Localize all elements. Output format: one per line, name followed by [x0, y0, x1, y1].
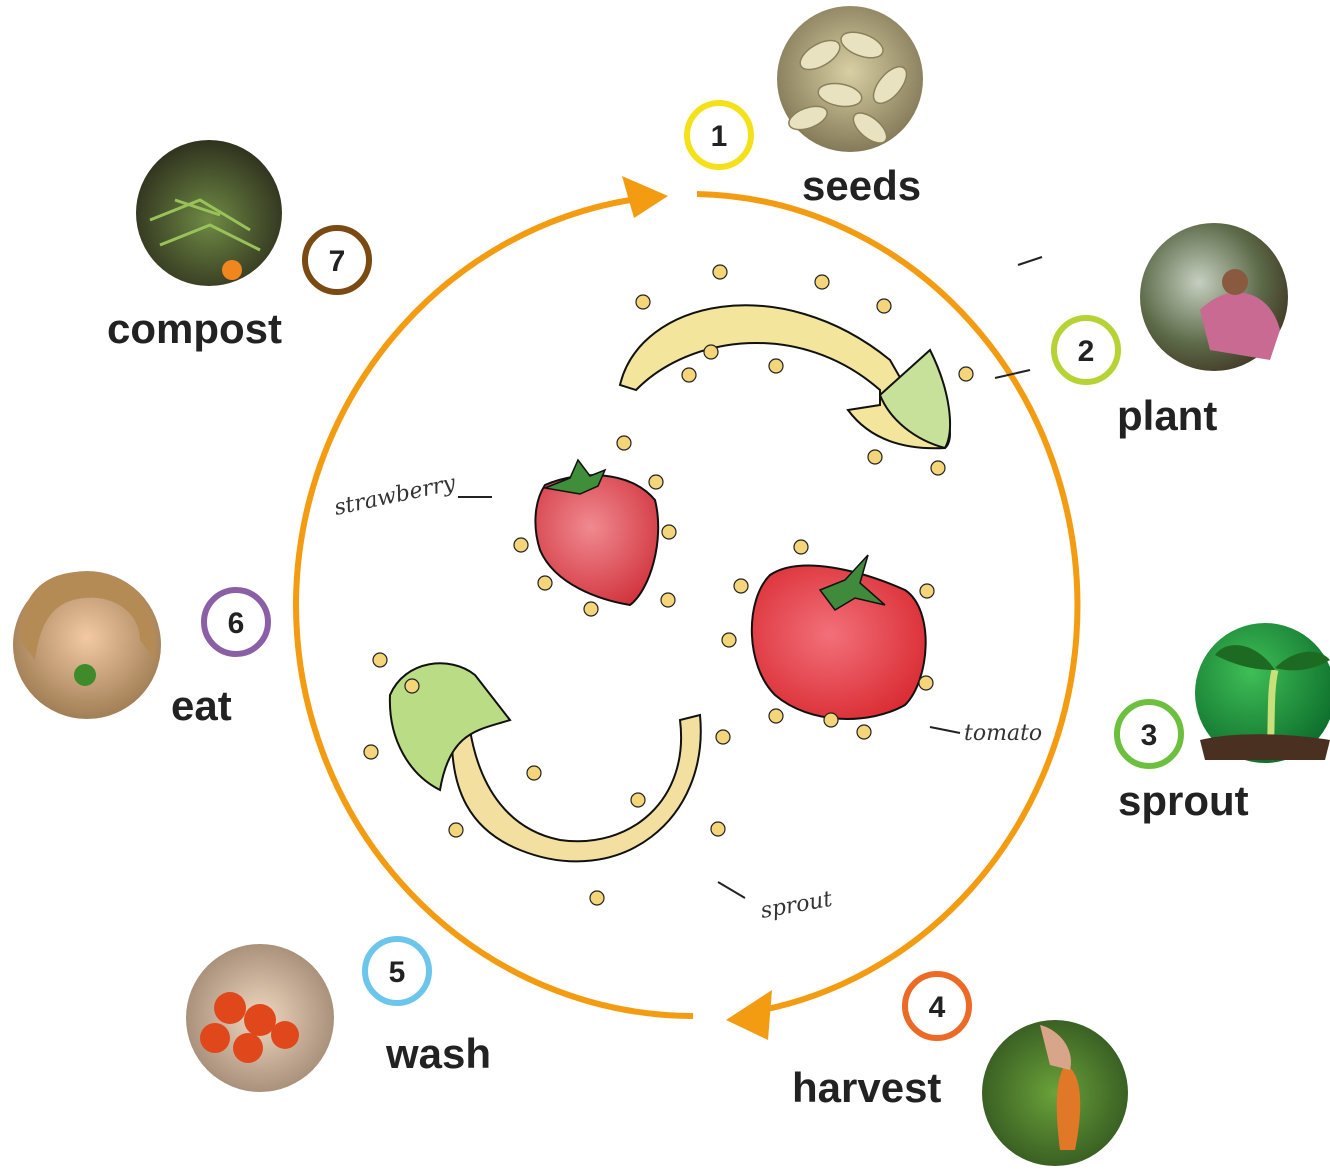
center-sketch: strawberry tomato sprout: [332, 257, 1042, 924]
step-1-label: seeds: [802, 162, 921, 209]
step-6-number: 6: [228, 607, 245, 640]
arrowhead-bottom: [726, 990, 772, 1040]
tomato-label: tomato: [964, 721, 1042, 746]
plant-photo-head: [1222, 269, 1248, 295]
compost-photo-icon: [136, 140, 282, 286]
step-5-label: wash: [385, 1030, 491, 1077]
cycle-ring-left: [296, 200, 693, 1016]
sketch-strawberry: [535, 475, 658, 605]
cycle-arrow: [296, 176, 1077, 1040]
step-eat: 6 eat: [13, 571, 268, 729]
eat-photo-broccoli: [74, 664, 96, 686]
arrowhead-top: [622, 176, 668, 218]
step-7-label: compost: [107, 305, 282, 352]
step-4-number: 4: [929, 991, 946, 1024]
step-3-number: 3: [1141, 719, 1158, 752]
step-compost: 7 compost: [107, 140, 369, 352]
strawberry-label: strawberry: [332, 471, 458, 521]
sprout-photo-soil: [1200, 734, 1330, 760]
step-harvest: 4 harvest: [792, 974, 1128, 1166]
compost-photo-orange: [222, 260, 242, 280]
step-4-label: harvest: [792, 1064, 941, 1111]
step-seeds: 1 seeds: [687, 6, 923, 209]
step-wash: 5 wash: [186, 939, 491, 1092]
step-plant: 2 plant: [1054, 223, 1288, 439]
step-7-number: 7: [329, 245, 346, 278]
step-sprout: 3 sprout: [1117, 623, 1330, 824]
step-1-number: 1: [711, 120, 728, 153]
step-2-label: plant: [1117, 392, 1217, 439]
step-3-label: sprout: [1118, 777, 1249, 824]
step-5-number: 5: [389, 956, 406, 989]
sprout-label: sprout: [759, 887, 835, 924]
step-6-label: eat: [171, 682, 232, 729]
step-2-number: 2: [1078, 335, 1095, 368]
